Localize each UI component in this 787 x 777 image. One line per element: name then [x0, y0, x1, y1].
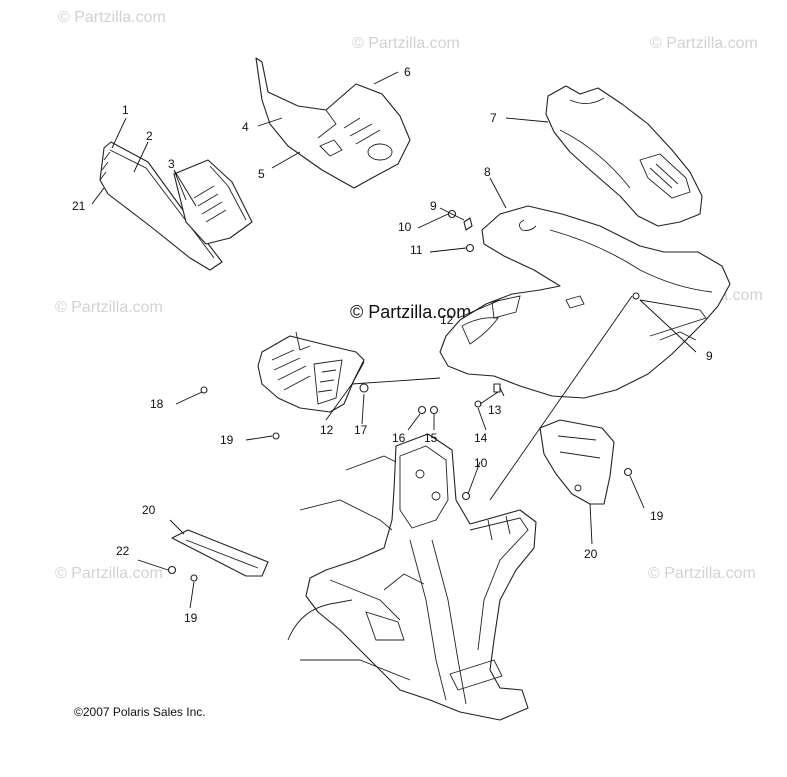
callout-21: 21	[72, 199, 86, 213]
fasteners	[167, 209, 640, 582]
watermark-bottom-left: © Partzilla.com	[55, 565, 163, 582]
watermark-layer: © Partzilla.com © Partzilla.com © Partzi…	[55, 9, 763, 582]
callout-3: 3	[168, 157, 175, 171]
callout-7: 7	[490, 111, 497, 125]
washer-16-icon	[417, 405, 427, 415]
leader-lines	[91, 71, 697, 609]
clip-9-icon	[632, 292, 640, 300]
callout-20-right: 20	[584, 547, 598, 561]
callout-10-top: 10	[398, 220, 412, 234]
nut-15-icon	[429, 405, 439, 415]
callout-12-top: 12	[440, 313, 454, 327]
screw-18-icon	[200, 386, 208, 394]
callout-6: 6	[404, 65, 411, 79]
chassis-frame	[287, 433, 537, 721]
bolt-11-icon	[465, 243, 475, 253]
callout-15: 15	[424, 431, 438, 445]
right-splash-guard	[539, 419, 615, 505]
callout-19-bottom: 19	[184, 611, 198, 625]
callout-9-right: 9	[706, 349, 713, 363]
callout-16: 16	[392, 431, 406, 445]
callout-1: 1	[122, 103, 129, 117]
footwell-bracket	[173, 159, 253, 245]
callout-22: 22	[116, 544, 130, 558]
nut-17-icon	[359, 383, 369, 393]
watermark-top-right: © Partzilla.com	[650, 35, 758, 52]
callout-20-left: 20	[142, 503, 156, 517]
rivet-19c-icon	[190, 574, 198, 582]
callout-17: 17	[354, 423, 368, 437]
watermark-mid-left: © Partzilla.com	[55, 299, 163, 316]
screw-14-icon	[474, 400, 482, 408]
footrest-panel	[257, 331, 365, 413]
nut-9-icon	[463, 217, 473, 231]
callout-19-right: 19	[650, 509, 664, 523]
bolt-10b-icon	[461, 491, 471, 501]
clip-13-icon	[493, 383, 501, 393]
watermark-bottom-right: © Partzilla.com	[648, 565, 756, 582]
left-side-panel	[99, 141, 223, 271]
rivet-19b-icon	[623, 467, 633, 477]
callout-12-bottom: 12	[320, 423, 334, 437]
callout-10-bottom: 10	[474, 456, 488, 470]
callout-4: 4	[242, 120, 249, 134]
callout-9-top: 9	[430, 199, 437, 213]
watermark-center: © Partzilla.com	[350, 302, 471, 322]
callout-2: 2	[146, 129, 153, 143]
callout-8: 8	[484, 165, 491, 179]
watermark-top-center: © Partzilla.com	[352, 35, 460, 52]
rear-top-cover	[545, 85, 703, 227]
main-body-shell	[439, 205, 731, 399]
rivet-19-icon	[272, 432, 280, 440]
copyright-text: ©2007 Polaris Sales Inc.	[74, 705, 206, 719]
front-left-fender	[255, 57, 411, 189]
watermark-top-left: © Partzilla.com	[58, 9, 166, 26]
callout-19-left: 19	[220, 433, 234, 447]
screw-22-icon	[167, 565, 177, 575]
callout-14: 14	[474, 431, 488, 445]
callout-5: 5	[258, 167, 265, 181]
callout-13: 13	[488, 403, 502, 417]
callout-11: 11	[410, 243, 423, 257]
lower-skid-plate	[171, 529, 269, 577]
callout-18: 18	[150, 397, 164, 411]
callout-labels: 1 2 3 4 5 6 7 8 9 10 11 12 9 21 18 19 12…	[72, 65, 713, 625]
